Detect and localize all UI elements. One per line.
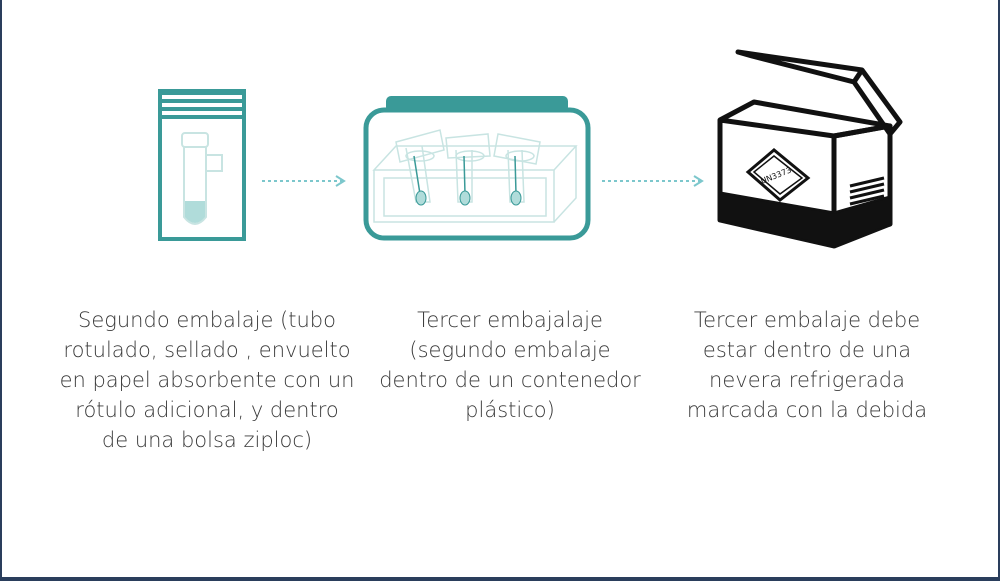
caption-step-2: Tercer embajalaje (segundo embalaje dent…: [379, 308, 641, 422]
plastic-container-icon: [363, 96, 591, 241]
caption-step-1: Segundo embalaje (tubo rotulado, sellado…: [59, 308, 355, 452]
cooler-box-icon: UN3373: [717, 49, 903, 249]
ziplock-bag-with-tube-icon: [158, 89, 246, 241]
arrow-right-icon: [602, 175, 704, 187]
caption-step-3: Tercer embalaje debe estar dentro de una…: [686, 308, 928, 422]
arrow-right-icon: [262, 175, 346, 187]
